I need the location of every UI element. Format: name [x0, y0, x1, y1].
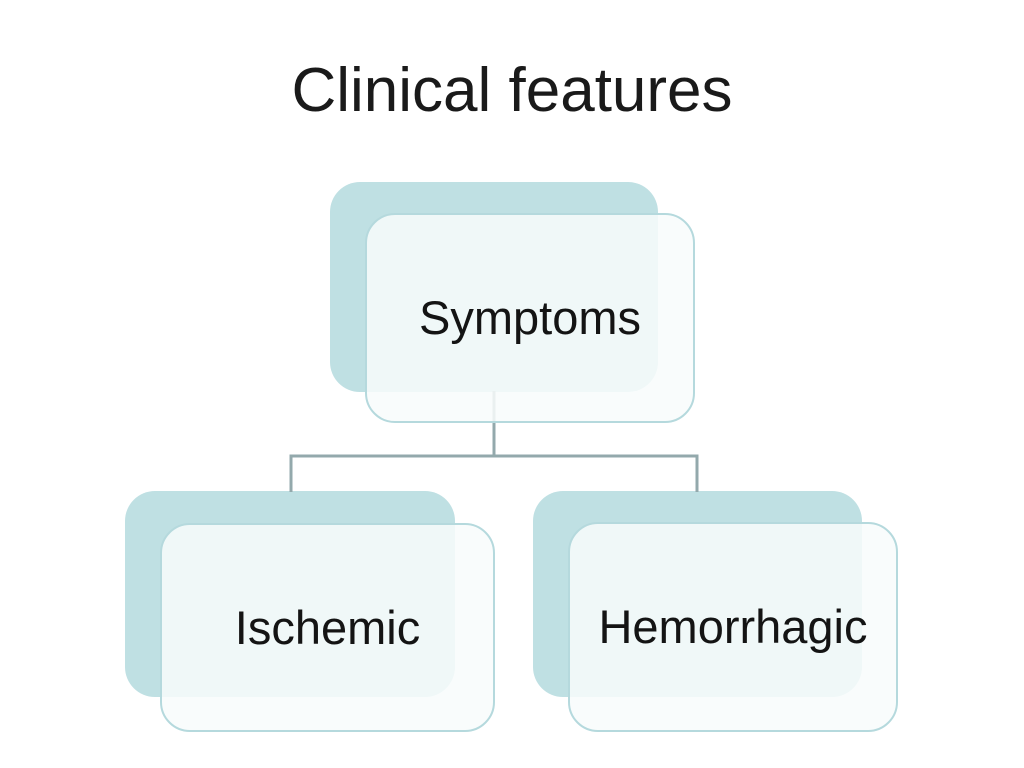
node-ischemic-card: Ischemic — [160, 523, 495, 732]
node-symptoms-label: Symptoms — [419, 291, 641, 345]
connector-branch — [289, 454, 699, 492]
node-hemorrhagic-card: Hemorrhagic — [568, 522, 898, 732]
node-symptoms-card: Symptoms — [365, 213, 695, 423]
node-hemorrhagic-label: Hemorrhagic — [598, 600, 868, 654]
slide-title: Clinical features — [291, 56, 733, 125]
node-ischemic-label: Ischemic — [234, 600, 421, 654]
